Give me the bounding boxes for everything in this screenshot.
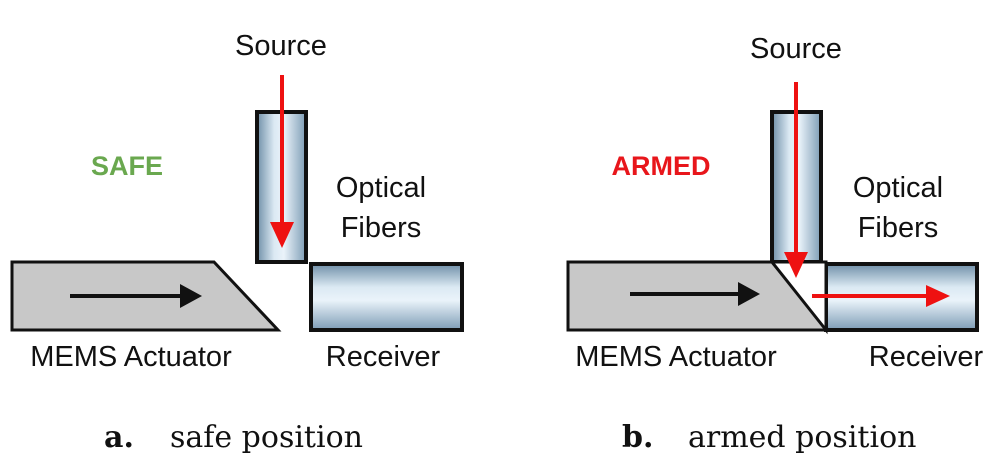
source-label: Source: [750, 33, 842, 65]
actuator-label: MEMS Actuator: [575, 341, 777, 373]
caption-letter: b.: [622, 420, 653, 455]
fibers-label-line2: Fibers: [341, 212, 422, 244]
actuator-motion-arrowhead: [738, 282, 760, 306]
receiver-label: Receiver: [869, 341, 984, 373]
panel-armed: Source ARMED Optical Fibers MEMS Actuato…: [566, 33, 984, 455]
fibers-label-line1: Optical: [336, 172, 426, 204]
state-label-armed: ARMED: [612, 151, 711, 181]
actuator-label: MEMS Actuator: [30, 341, 232, 373]
caption-text: safe position: [170, 420, 363, 455]
actuator-motion-arrowhead: [180, 284, 202, 308]
fibers-label-line1: Optical: [853, 172, 943, 204]
light-ray-arrowhead: [270, 222, 294, 248]
caption-text: armed position: [688, 420, 916, 455]
caption-letter: a.: [104, 420, 134, 455]
panel-safe: Source SAFE Optical Fibers MEMS Actuator…: [10, 30, 464, 455]
source-label: Source: [235, 30, 327, 62]
receiver-fiber: [309, 262, 464, 332]
state-label-safe: SAFE: [91, 151, 163, 181]
fibers-label-line2: Fibers: [858, 212, 939, 244]
light-ray-reflected-arrowhead: [926, 285, 950, 307]
light-ray-arrowhead: [784, 252, 808, 278]
receiver-label: Receiver: [326, 341, 441, 373]
